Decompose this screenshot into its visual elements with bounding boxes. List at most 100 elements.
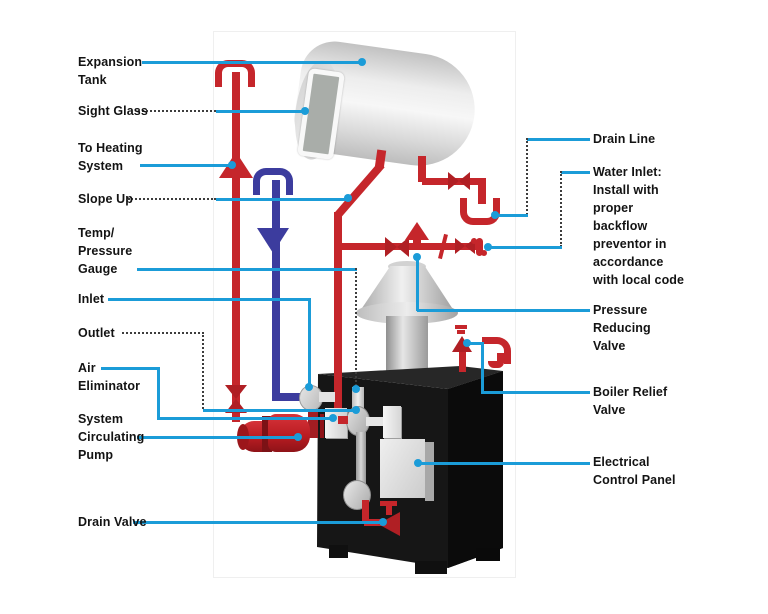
- outlet-valve-stub: [338, 416, 348, 424]
- leader-relief-valve-h1: [469, 342, 483, 345]
- label-water-inlet: Water Inlet: Install with proper backflo…: [593, 163, 684, 289]
- leader-dot-circulating-pump: [294, 433, 302, 441]
- leader-outlet-dotted: [122, 332, 204, 334]
- label-line: Install with: [593, 183, 659, 197]
- return-pipe-hook: [253, 168, 293, 195]
- circulating-pump-coupling: [262, 416, 272, 452]
- label-line: Electrical: [593, 455, 650, 469]
- label-line: To Heating: [78, 141, 143, 155]
- return-pipe-elbow: [272, 393, 302, 401]
- relief-valve-cap: [455, 325, 467, 329]
- leader-dot-expansion-tank: [358, 58, 366, 66]
- leader-prv: [417, 309, 590, 312]
- boiler-drain-valve-stem: [386, 503, 392, 515]
- label-pressure-reducing-valve: Pressure Reducing Valve: [593, 301, 651, 355]
- label-line: Water Inlet:: [593, 165, 662, 179]
- electrical-control-panel: [380, 439, 425, 498]
- leader-air-eliminator: [101, 367, 160, 370]
- leader-temp-pressure-gauge: [137, 268, 357, 271]
- label-drain-line: Drain Line: [593, 130, 655, 148]
- pump-outlet-riser: [308, 410, 318, 438]
- label-line: Drain Line: [593, 132, 656, 146]
- leader-dot-drain-valve: [379, 518, 387, 526]
- leader-prv-v: [416, 258, 419, 311]
- prv-stem: [413, 238, 421, 246]
- label-line: with local code: [593, 273, 685, 287]
- label-line: Pressure: [593, 303, 648, 317]
- leader-slope-up: [216, 198, 347, 201]
- label-expansion-tank: Expansion Tank: [78, 53, 142, 89]
- drain-line-drop: [478, 178, 486, 204]
- inlet-valve-left-half: [385, 237, 397, 257]
- leader-drain-line: [527, 138, 590, 141]
- leader-dot-relief-valve: [463, 339, 471, 347]
- pressure-reducing-valve: [405, 222, 429, 240]
- boiler-drain-valve-handle: [380, 501, 397, 506]
- label-temp-pressure-gauge: Temp/ Pressure Gauge: [78, 224, 132, 278]
- label-air-eliminator: Air Eliminator: [78, 359, 140, 395]
- inlet-s-fitting: [476, 238, 483, 256]
- label-line: Valve: [593, 339, 626, 353]
- label-line: Temp/: [78, 226, 115, 240]
- label-line: Air: [78, 361, 96, 375]
- relief-discharge-curl: [488, 361, 504, 368]
- leader-drain-valve: [133, 521, 382, 524]
- label-line: Reducing: [593, 321, 651, 335]
- label-line: backflow: [593, 219, 648, 233]
- circulating-pump-body: [268, 414, 310, 452]
- leader-relief-valve-v: [481, 342, 484, 393]
- leader-control-panel: [420, 462, 590, 465]
- label-drain-valve: Drain Valve: [78, 513, 147, 531]
- leader-dot-inlet: [305, 383, 313, 391]
- leader-slope-up-dotted: [128, 198, 216, 200]
- inlet-valve-right-half: [397, 237, 409, 257]
- label-line: Pump: [78, 448, 114, 462]
- flow-direction-arrow-down: [257, 228, 289, 253]
- leader-water-inlet-h2: [490, 246, 562, 249]
- supply-riser-pipe: [232, 72, 240, 422]
- leader-air-eliminator-v: [157, 367, 160, 418]
- leader-drain-line-v: [526, 138, 528, 215]
- label-line: Control Panel: [593, 473, 676, 487]
- inlet-fitting-stub: [319, 392, 335, 402]
- leader-expansion-tank: [142, 61, 362, 64]
- leader-dot-slope-up: [344, 194, 352, 202]
- boiler-leg-front: [415, 561, 447, 574]
- label-line: Inlet: [78, 292, 105, 306]
- leader-dot-air-eliminator: [329, 414, 337, 422]
- leader-outlet: [203, 409, 354, 412]
- label-line: Slope Up: [78, 192, 133, 206]
- drain-line-valve-left-half: [448, 172, 459, 190]
- label-boiler-relief-valve: Boiler Relief Valve: [593, 383, 667, 419]
- boiler-leg-left: [329, 545, 348, 558]
- label-line: Valve: [593, 403, 626, 417]
- leader-water-inlet-v: [560, 171, 562, 247]
- label-system-circulating-pump: System Circulating Pump: [78, 410, 144, 464]
- label-line: Boiler Relief: [593, 385, 668, 399]
- label-line: preventor in: [593, 237, 667, 251]
- leader-dot-sight-glass: [301, 107, 309, 115]
- leader-sight-glass-dotted: [138, 110, 216, 112]
- leader-relief-valve: [481, 391, 590, 394]
- leader-to-heating-system: [140, 164, 231, 167]
- leader-drain-line-h2: [497, 214, 528, 217]
- label-to-heating-system: To Heating System: [78, 139, 143, 175]
- leader-dot-water-inlet: [484, 243, 492, 251]
- label-slope-up: Slope Up: [78, 190, 133, 208]
- gauge-cylinder: [352, 387, 364, 411]
- boiler-drain-drop: [362, 500, 369, 522]
- inlet-s-fitting-nub-bottom: [481, 250, 487, 256]
- leader-air-eliminator-h2: [157, 417, 332, 420]
- leader-water-inlet: [561, 171, 590, 174]
- label-line: Drain Valve: [78, 515, 147, 529]
- gauge-drop-pipe: [356, 432, 366, 484]
- boiler-leg-right: [476, 548, 500, 561]
- drain-line-valve-right-half: [459, 172, 470, 190]
- leader-inlet-v: [308, 298, 311, 384]
- label-line: Outlet: [78, 326, 115, 340]
- flange-bolts: [320, 414, 324, 438]
- relief-discharge-elbow: [482, 337, 511, 364]
- leader-inlet: [108, 298, 310, 301]
